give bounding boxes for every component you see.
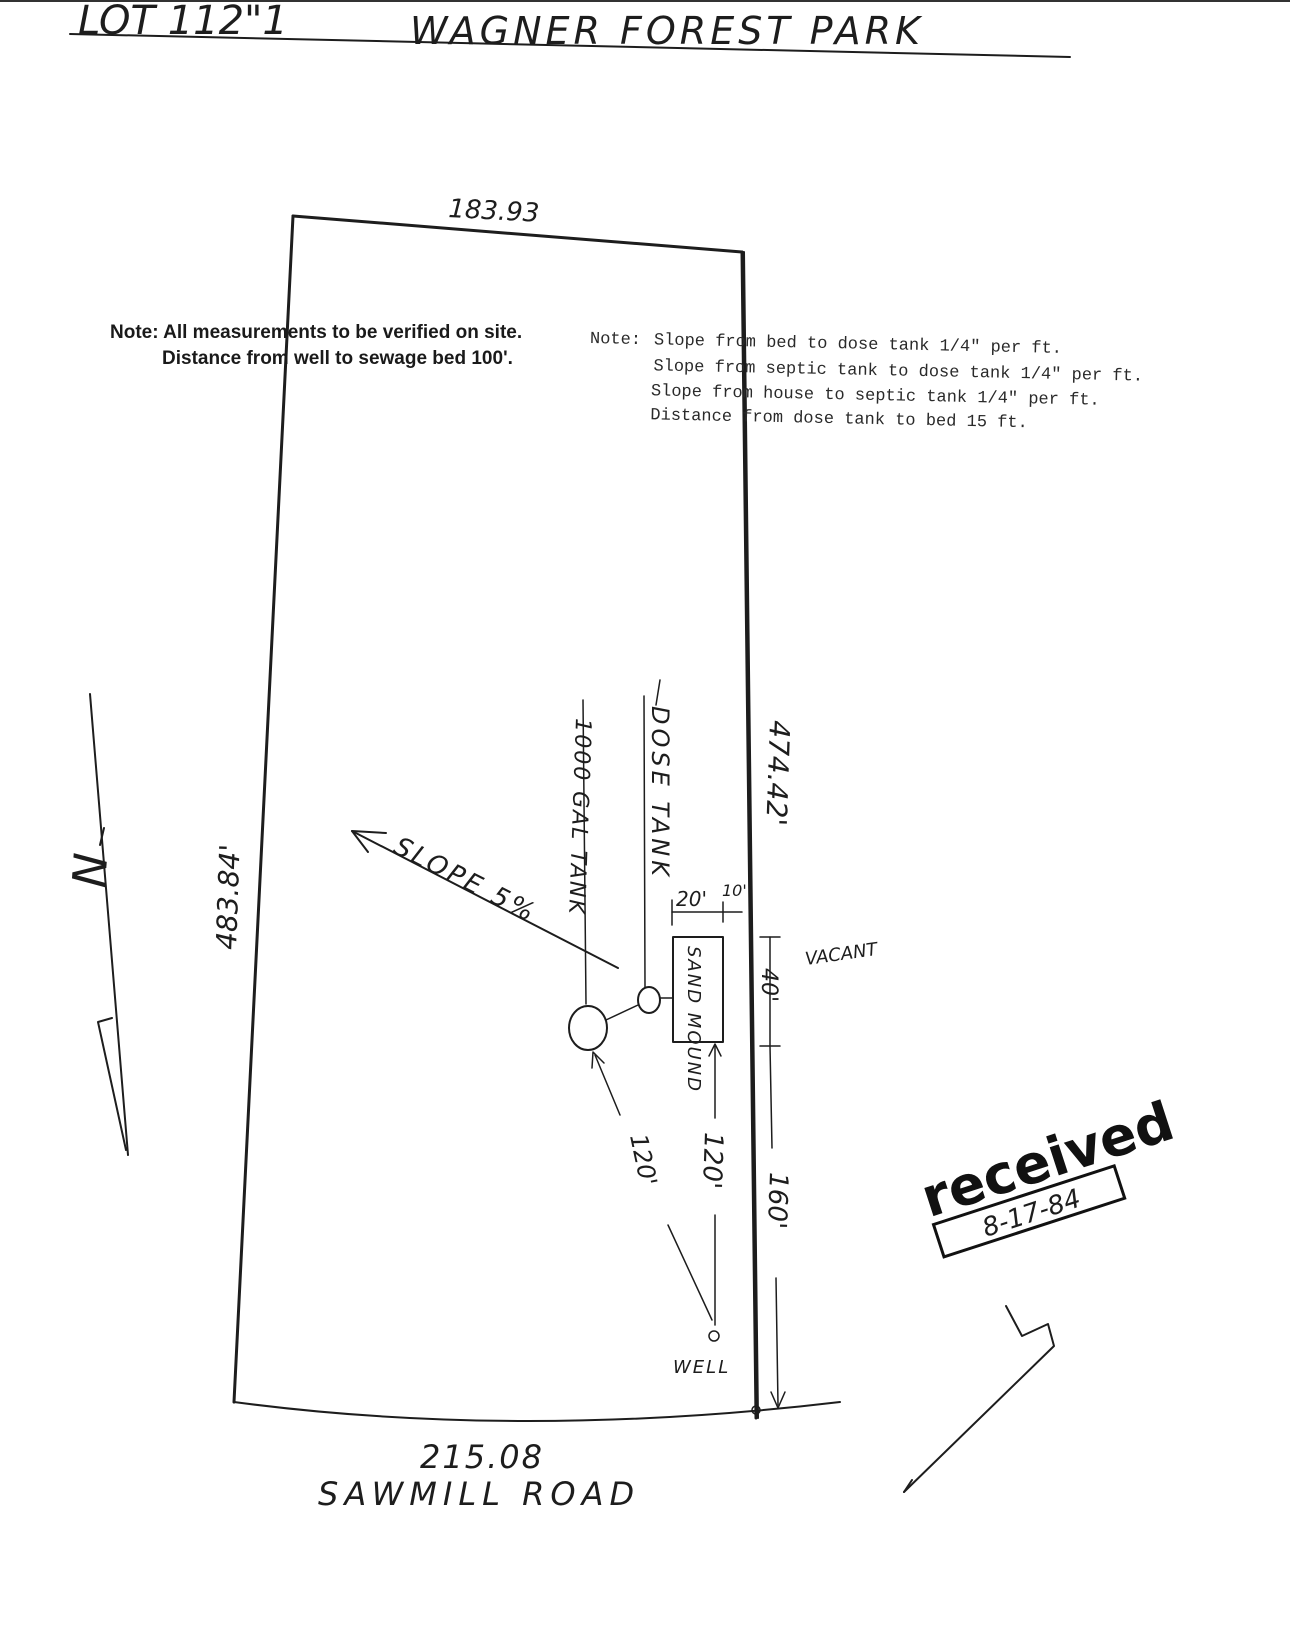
north-arrow-tick	[99, 827, 105, 846]
dim-120-tank-line-top	[594, 1054, 621, 1116]
dim-160-line-bottom	[775, 1277, 779, 1406]
dim-120-tank-arrow	[591, 1051, 605, 1069]
dim-160-label: 160'	[761, 1172, 793, 1230]
septic-tank-label: 1000 GAL TANK	[563, 718, 595, 916]
dose-tank-label: DOSE TANK	[646, 706, 674, 880]
park-name: WAGNER FOREST PARK	[410, 9, 924, 53]
dimension-top: 183.93	[448, 194, 540, 229]
received-stamp: received 8-17-84	[914, 1089, 1181, 1259]
dim-160-line-top	[769, 1045, 773, 1149]
vacant-label: VACANT	[804, 939, 881, 970]
corner-bracket-mark	[903, 1305, 1055, 1493]
dim-20-label: 20'	[676, 887, 707, 911]
dim-120-tank-label: 120'	[624, 1131, 662, 1188]
well-symbol	[708, 1330, 720, 1342]
dimension-left: 483.84'	[210, 843, 247, 950]
boundary-right-b	[743, 251, 759, 1419]
dose-tank-tick	[655, 679, 661, 706]
dimension-120-bed: 120'	[696, 1043, 728, 1326]
dose-tank: DOSE TANK	[605, 679, 674, 1021]
dimension-160: 160'	[761, 1045, 793, 1409]
dimension-20-10: 20' 10'	[671, 881, 747, 926]
note-left-line-2: Distance from well to sewage bed 100'.	[162, 348, 513, 369]
note-right-line-3: Slope from house to septic tank 1/4" per…	[651, 382, 1100, 410]
well-label: WELL	[673, 1357, 730, 1378]
dimension-right: 474.42'	[759, 720, 796, 827]
north-arrow-head	[97, 1017, 127, 1151]
note-right-line-1: Slope from bed to dose tank 1/4" per ft.	[654, 331, 1062, 359]
note-left-line-1: Note: All measurements to be verified on…	[110, 322, 522, 343]
dim-10-label: 10'	[722, 881, 747, 900]
slope-arrow-head	[351, 830, 387, 853]
north-arrow-shaft	[89, 693, 129, 1156]
lot-number: LOT 112"1	[78, 0, 288, 44]
note-right-line-4: Distance from dose tank to bed 15 ft.	[650, 406, 1028, 433]
boundary-left	[232, 214, 295, 1404]
dim-160-arrow	[770, 1391, 786, 1409]
dose-tank-leader	[643, 695, 646, 988]
boundary-right-a	[740, 250, 758, 1420]
north-label: N	[62, 851, 118, 889]
dimension-bottom: 215.08	[420, 1438, 544, 1476]
sand-mound-rect	[672, 936, 724, 1043]
property-boundary	[232, 214, 841, 1422]
slope-label: SLOPE 5%	[389, 832, 542, 930]
dim-120-tank-line-bottom	[667, 1224, 713, 1321]
note-right-line-2: Slope from septic tank to dose tank 1/4"…	[653, 357, 1143, 386]
dim-40-label: 40'	[756, 968, 781, 1002]
header-underline	[69, 33, 1071, 58]
well: WELL	[673, 1330, 730, 1378]
dose-tank-symbol	[637, 986, 661, 1014]
corner-bracket-foot	[903, 1479, 913, 1493]
road-name: SAWMILL ROAD	[318, 1475, 640, 1513]
north-arrow: N	[62, 693, 129, 1156]
note-right-block: Note: Slope from bed to dose tank 1/4" p…	[590, 330, 1143, 433]
slope-arrow-line	[351, 830, 619, 969]
corner-marker	[751, 1405, 761, 1415]
dimension-40: 40'	[756, 936, 781, 1047]
received-stamp-box	[931, 1163, 1127, 1259]
note-right-label: Note:	[590, 330, 641, 350]
boundary-bottom-road-curve	[233, 1401, 841, 1422]
sand-mound-label: SAND MOUND	[683, 946, 704, 1093]
septic-tank-leader	[582, 699, 587, 1005]
septic-tank: 1000 GAL TANK	[563, 699, 608, 1051]
dim-120-bed-arrow	[708, 1043, 722, 1057]
sand-mound-bed: SAND MOUND	[659, 936, 724, 1093]
boundary-top	[291, 214, 744, 254]
pipe-septic-to-dose	[605, 1004, 639, 1021]
septic-tank-symbol	[568, 1005, 608, 1051]
dim-120-bed-label: 120'	[696, 1132, 728, 1190]
